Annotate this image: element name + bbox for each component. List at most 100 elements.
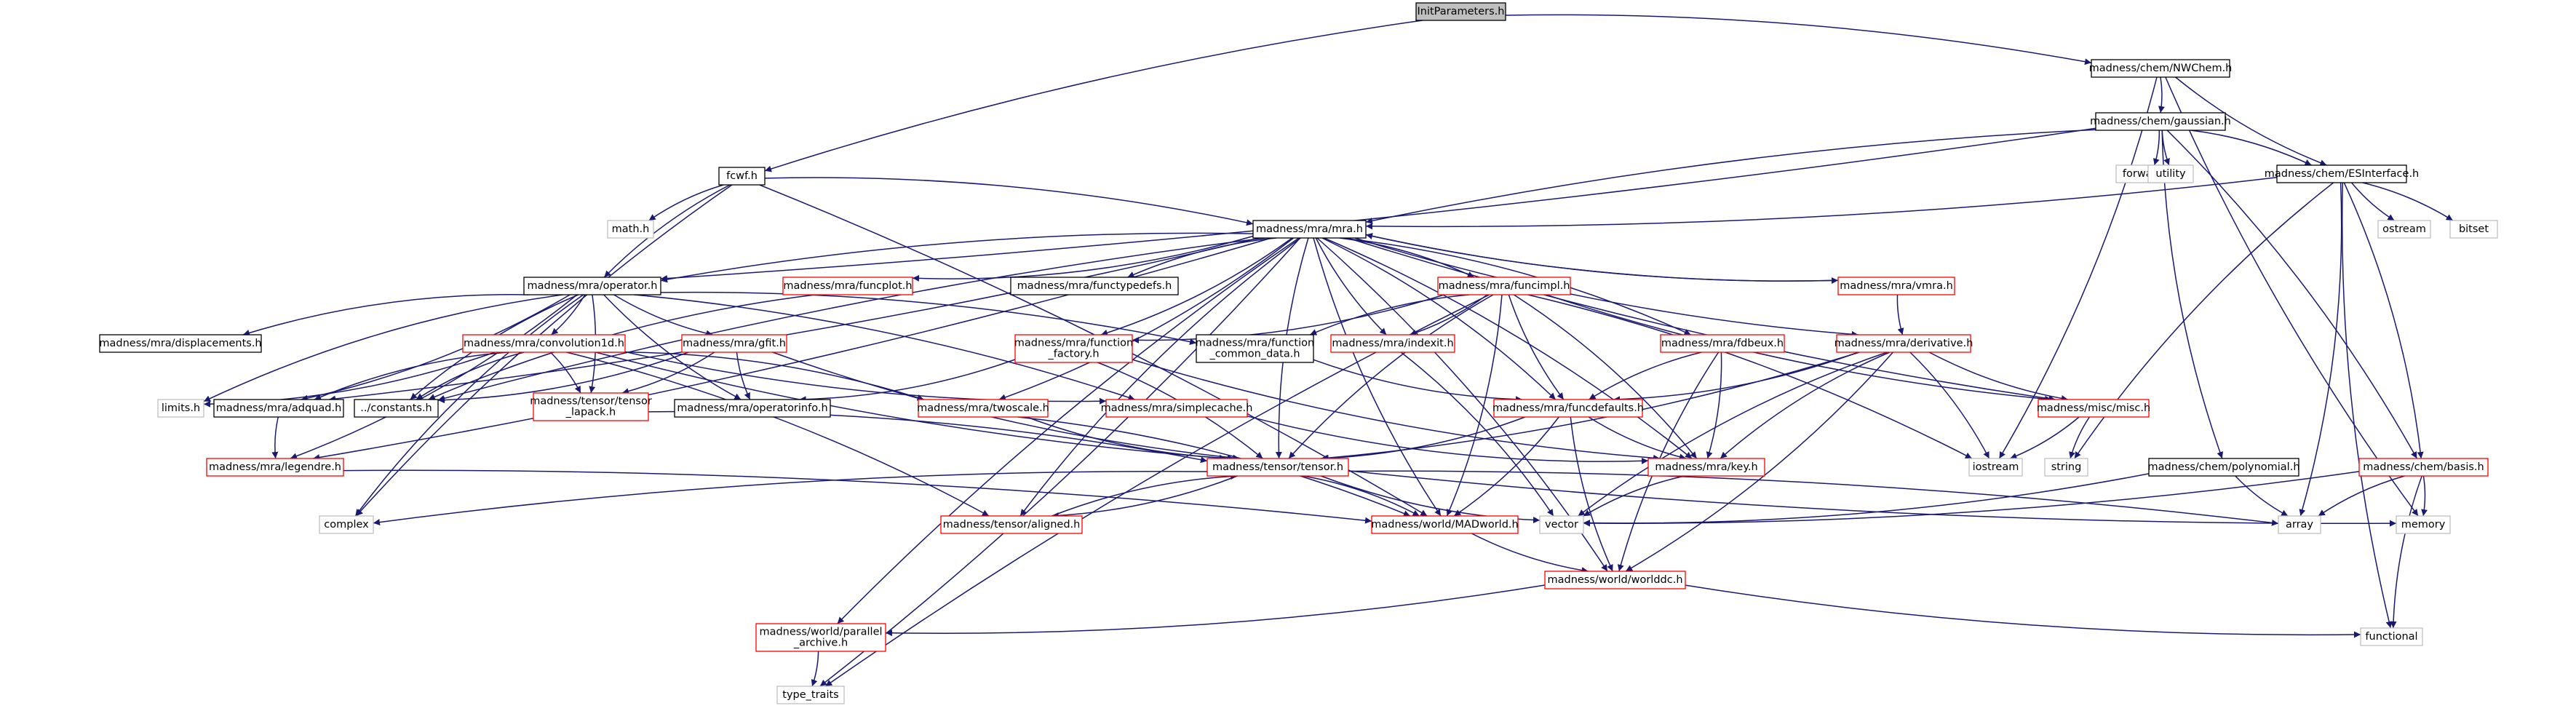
node-bitset: bitset [2449, 220, 2498, 239]
node-function_common_data[interactable]: madness/mra/function_common_data.h [1196, 334, 1314, 363]
edge-legendre-to-madworld [343, 469, 1372, 524]
node-esinterface[interactable]: madness/chem/ESInterface.h [2265, 164, 2420, 183]
edge-funcdefaults-to-tensorh [1321, 416, 1526, 462]
edge-nwchem-to-iostream [1998, 76, 2158, 459]
node-madworld[interactable]: madness/world/MADworld.h [1371, 515, 1519, 534]
node-legendre-label: madness/mra/legendre.h [209, 461, 341, 473]
node-aligned[interactable]: madness/tensor/aligned.h [940, 515, 1083, 534]
node-twoscale[interactable]: madness/mra/twoscale.h [917, 399, 1049, 418]
node-displacements[interactable]: madness/mra/displacements.h [99, 334, 262, 353]
node-funcplot[interactable]: madness/mra/funcplot.h [782, 277, 913, 295]
node-funcimpl-box [1437, 277, 1571, 295]
edge-operator-to-legendre [290, 294, 578, 460]
node-fdbeux-box [1660, 334, 1785, 353]
node-fdbeux[interactable]: madness/mra/fdbeux.h [1660, 334, 1785, 353]
node-key[interactable]: madness/mra/key.h [1647, 458, 1765, 477]
edge-esinterface-to-basis [2343, 182, 2424, 459]
node-ostream-label: ostream [2382, 223, 2426, 235]
edge-nwchem-to-esinterface [2175, 76, 2327, 166]
node-twoscale-label: madness/mra/twoscale.h [917, 402, 1049, 414]
node-legendre[interactable]: madness/mra/legendre.h [206, 458, 344, 477]
edge-gaussian-to-mra [1365, 129, 2096, 224]
node-esinterface-label: madness/chem/ESInterface.h [2265, 168, 2420, 180]
node-utility-box [2147, 164, 2194, 183]
node-key-box [1647, 458, 1765, 477]
node-type_traits-label: type_traits [782, 689, 838, 701]
node-fcwf[interactable]: fcwf.h [718, 167, 766, 186]
node-basis[interactable]: madness/chem/basis.h [2358, 458, 2489, 477]
edge-mra-to-madworld [1313, 237, 1442, 517]
edge-madworld-to-worlddc [1471, 533, 1589, 574]
node-funcimpl[interactable]: madness/mra/funcimpl.h [1437, 277, 1571, 295]
node-function_factory-label: madness/mra/function [1014, 338, 1133, 349]
edge-funcimpl-to-function_common_data [1309, 294, 1470, 335]
edge-root-to-nwchem [1505, 14, 2092, 65]
node-miscmisc-label: madness/misc/misc.h [2037, 402, 2150, 414]
node-tensor_lapack[interactable]: madness/tensor/tensor_lapack.h [530, 392, 652, 421]
edge-gaussian-to-basis [2166, 130, 2418, 459]
node-aligned-label: madness/tensor/aligned.h [943, 519, 1081, 531]
node-root[interactable]: InitParameters.h [1415, 2, 1506, 21]
node-worlddc[interactable]: madness/world/worlddc.h [1544, 571, 1686, 589]
node-gfit[interactable]: madness/mra/gfit.h [681, 334, 787, 353]
node-adquad[interactable]: madness/mra/adquad.h [213, 399, 344, 418]
edge-tensorh-to-complex [373, 470, 1208, 525]
node-funcplot-box [782, 277, 913, 295]
edge-parallel_archive-to-type_traits [811, 651, 819, 687]
node-polynomial[interactable]: madness/chem/polynomial.h [2147, 458, 2300, 477]
edge-tensorh-to-aligned [1052, 475, 1238, 520]
node-simplecache[interactable]: madness/mra/simplecache.h [1101, 399, 1253, 418]
node-tensor_lapack-label: madness/tensor/tensor [530, 396, 652, 408]
node-constants-box [354, 399, 439, 418]
edge-operator-to-simplecache [634, 294, 1135, 401]
edge-operator-to-complex [354, 294, 584, 517]
node-nwchem[interactable]: madness/chem/NWChem.h [2089, 59, 2233, 78]
edge-mra-to-parallel_archive [837, 237, 1300, 624]
node-derivative[interactable]: madness/mra/derivative.h [1834, 334, 1973, 353]
node-indexit[interactable]: madness/mra/indexit.h [1330, 334, 1455, 353]
node-displacements-label: madness/mra/displacements.h [99, 338, 261, 349]
node-funcdefaults[interactable]: madness/mra/funcdefaults.h [1492, 399, 1644, 418]
nodes-layer: InitParameters.h madness/chem/NWChem.h mad… [99, 2, 2498, 704]
node-vector-label: vector [1545, 519, 1578, 531]
node-simplecache-box [1105, 399, 1248, 418]
node-memory: memory [2396, 515, 2451, 534]
node-constants[interactable]: ../constants.h [354, 399, 439, 418]
edge-adquad-to-legendre [271, 416, 279, 459]
edge-gfit-to-tensor_lapack [621, 351, 715, 395]
edge-function_factory-to-key [1132, 359, 1661, 461]
edge-funcimpl-to-madworld [1446, 294, 1503, 517]
node-root-box [1415, 2, 1506, 21]
node-operator[interactable]: madness/mra/operator.h [523, 277, 661, 295]
node-miscmisc[interactable]: madness/misc/misc.h [2037, 399, 2150, 418]
edge-mra-to-indexit [1315, 237, 1387, 335]
edge-operator-to-operatorinfo [603, 294, 742, 400]
edge-fcwf-to-mra [764, 177, 1254, 226]
edge-convolution1d-to-constants [416, 351, 525, 400]
node-madworld-label: madness/world/MADworld.h [1371, 519, 1518, 531]
node-convolution1d[interactable]: madness/mra/convolution1d.h [462, 334, 626, 353]
edge-mra-to-funcdefaults [1321, 237, 1557, 400]
edge-funcimpl-to-funcdefaults [1508, 294, 1565, 400]
node-vmra[interactable]: madness/mra/vmra.h [1837, 277, 1955, 295]
node-functypedefs[interactable]: madness/mra/functypedefs.h [1010, 277, 1179, 295]
node-esinterface-box [2276, 164, 2407, 183]
node-functional-label: functional [2365, 631, 2417, 643]
node-gaussian[interactable]: madness/chem/gaussian.h [2090, 112, 2231, 131]
edge-fdbeux-to-funcdefaults [1589, 351, 1702, 400]
edge-funcdefaults-to-key [1588, 416, 1687, 461]
edge-miscmisc-to-iostream [2010, 416, 2080, 459]
node-ostream-box [2377, 220, 2431, 239]
edge-function_factory-to-operatorinfo [799, 359, 1016, 403]
node-parallel_archive[interactable]: madness/world/parallel_archive.h [755, 623, 886, 652]
node-function_factory[interactable]: madness/mra/function_factory.h [1014, 334, 1133, 363]
node-vector-box [1539, 515, 1584, 534]
node-convolution1d-label: madness/mra/convolution1d.h [464, 338, 624, 349]
node-tensorh-box [1206, 458, 1349, 477]
node-mra[interactable]: madness/mra/mra.h [1252, 220, 1367, 239]
node-adquad-box [213, 399, 344, 418]
node-funcdefaults-label: madness/mra/funcdefaults.h [1492, 402, 1644, 414]
node-tensorh[interactable]: madness/tensor/tensor.h [1206, 458, 1349, 477]
node-operatorinfo[interactable]: madness/mra/operatorinfo.h [674, 399, 831, 418]
